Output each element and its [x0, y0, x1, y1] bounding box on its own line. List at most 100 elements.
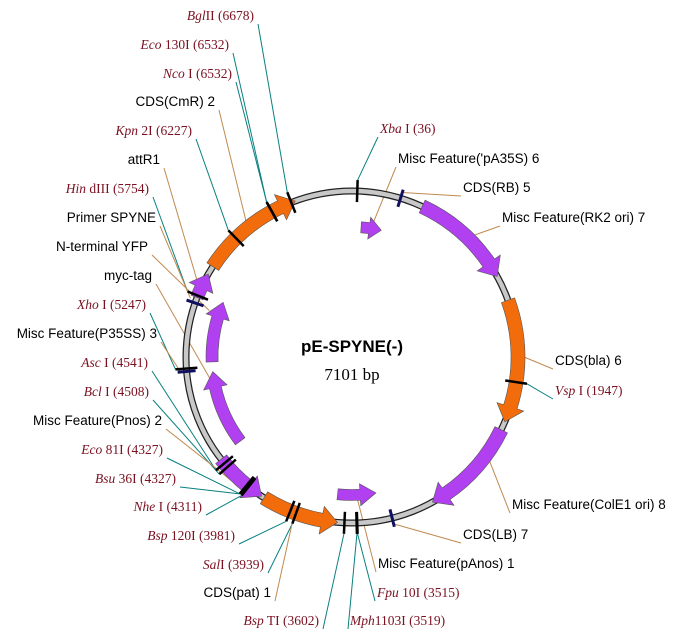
feature-leader-line	[165, 428, 238, 486]
feature-label: Misc Feature(RK2 ori) 7	[502, 210, 645, 225]
site-tick	[355, 511, 359, 534]
enzyme-name-suffix: 130I (6532)	[162, 37, 230, 52]
site-tick	[355, 180, 359, 203]
site-label-xho: Xho I (5247)	[76, 297, 146, 312]
feature-leader-line	[393, 523, 462, 544]
site-label-bcl: Bcl I (4508)	[84, 384, 149, 399]
enzyme-name-prefix: Mph	[349, 613, 375, 628]
site-tick	[505, 379, 528, 386]
feature-leader-line	[473, 225, 501, 236]
site-label-eco: Eco 81I (4327)	[80, 442, 163, 457]
site-tick	[342, 511, 347, 534]
enzyme-name-suffix: I (5247)	[99, 297, 146, 312]
enzyme-name-suffix: 1103I (3519)	[375, 613, 445, 628]
feature-label: CDS(LB) 7	[463, 527, 528, 542]
feature-leader-line	[159, 225, 191, 299]
enzyme-name-suffix: I (4508)	[102, 384, 149, 399]
site-label-mph: Mph1103I (3519)	[349, 613, 445, 628]
site-label-xba: Xba I (36)	[379, 121, 436, 136]
feature-label: CDS(CmR) 2	[136, 94, 216, 109]
enzyme-name-prefix: Nhe	[133, 499, 156, 514]
site-tick	[286, 191, 297, 214]
enzyme-name-suffix: I (6532)	[185, 66, 232, 81]
site-tick	[227, 229, 245, 247]
feature-leader-line	[163, 167, 198, 282]
site-tick	[291, 502, 301, 525]
feature-leader-line	[488, 460, 511, 514]
enzyme-name-suffix: 120I (3981)	[168, 528, 236, 543]
enzyme-name-suffix: 81I (4327)	[102, 442, 163, 457]
site-ticks	[175, 180, 528, 534]
feature-label: N-terminal YFP	[56, 239, 148, 254]
site-label-hin: Hin dIII (5754)	[65, 181, 149, 196]
panos-arrow	[336, 483, 377, 507]
feature-label: Misc Feature(ColE1 ori) 8	[512, 497, 666, 512]
site-tick	[187, 290, 209, 301]
enzyme-name-suffix: TI (3602)	[264, 613, 319, 628]
site-label-kpn: Kpn 2I (6227)	[114, 123, 192, 138]
plasmid-name: pE-SPYNE(-)	[301, 337, 403, 356]
site-leader-line	[149, 312, 176, 370]
feature-leader-line	[402, 192, 462, 197]
feature-label: CDS(bla) 6	[555, 353, 622, 368]
plasmid-size: 7101 bp	[324, 365, 379, 384]
cole1-ori-arrow	[432, 426, 508, 506]
enzyme-name-prefix: Asc	[80, 355, 101, 370]
bla-arrow	[496, 297, 526, 423]
small-feature-tick	[177, 369, 196, 374]
enzyme-name-suffix: I (3939)	[220, 557, 264, 572]
site-tick	[215, 455, 234, 472]
site-tick	[265, 201, 279, 222]
enzyme-name-suffix: 36I (4327)	[115, 471, 176, 486]
feature-leader-line	[151, 254, 210, 312]
feature-label: CDS(RB) 5	[463, 180, 531, 195]
site-leader-line	[166, 457, 240, 495]
site-leader-line	[195, 138, 229, 231]
enzyme-name-prefix: Eco	[80, 442, 102, 457]
site-label-sal: SalI (3939)	[203, 557, 264, 572]
site-label-vsp: Vsp I (1947)	[555, 383, 623, 398]
enzyme-name-suffix: I (4311)	[155, 499, 202, 514]
site-leader-line	[322, 533, 345, 630]
leader-lines	[149, 23, 554, 630]
feature-label: Misc Feature(P35SS) 3	[17, 326, 157, 341]
site-label-nco: Nco I (6532)	[162, 66, 232, 81]
enzyme-name-prefix: Bcl	[84, 384, 102, 399]
site-leader-line	[232, 52, 268, 203]
site-label-fpu: Fpu 10I (3515)	[376, 585, 460, 600]
feature-label: myc-tag	[104, 268, 152, 283]
enzyme-name-suffix: II (6678)	[206, 8, 254, 23]
site-leader-line	[257, 23, 288, 193]
enzyme-name-suffix: I (4541)	[101, 355, 148, 370]
pat-arrow	[259, 491, 338, 535]
site-leader-line	[179, 486, 240, 495]
feature-label: Misc Feature('pA35S) 6	[398, 151, 539, 166]
site-leader-line	[347, 533, 358, 630]
site-leader-line	[152, 196, 189, 292]
site-label-eco: Eco 130I (6532)	[140, 37, 230, 52]
feature-leader-line	[356, 496, 377, 573]
site-leader-line	[357, 533, 376, 602]
enzyme-name-prefix: Hin	[65, 181, 87, 196]
site-tick	[218, 458, 237, 476]
enzyme-name-suffix: I (36)	[402, 121, 436, 136]
site-tick	[240, 477, 257, 497]
feature-leader-line	[274, 518, 294, 602]
labels: Xba I (36)Vsp I (1947)Fpu 10I (3515)Mph1…	[17, 8, 666, 628]
enzyme-name-prefix: Bsu	[95, 471, 116, 486]
enzyme-name-suffix: 2I (6227)	[138, 123, 192, 138]
small-feature-tick	[388, 508, 396, 528]
enzyme-name-prefix: Xho	[76, 297, 99, 312]
enzyme-name-prefix: Kpn	[114, 123, 138, 138]
feature-label: Misc Feature(Pnos) 2	[33, 413, 162, 428]
n-terminal-yfp-arrow	[203, 371, 246, 446]
myc-tag-arrow	[205, 301, 230, 363]
site-leader-line	[235, 81, 268, 203]
enzyme-name-prefix: Bsp	[147, 528, 168, 543]
enzyme-name-prefix: Bgl	[187, 8, 206, 23]
enzyme-name-suffix: I (1947)	[575, 383, 622, 398]
feature-leader-line	[218, 109, 247, 222]
feature-label: Primer SPYNE	[67, 210, 156, 225]
small-feature-tick	[186, 298, 205, 308]
